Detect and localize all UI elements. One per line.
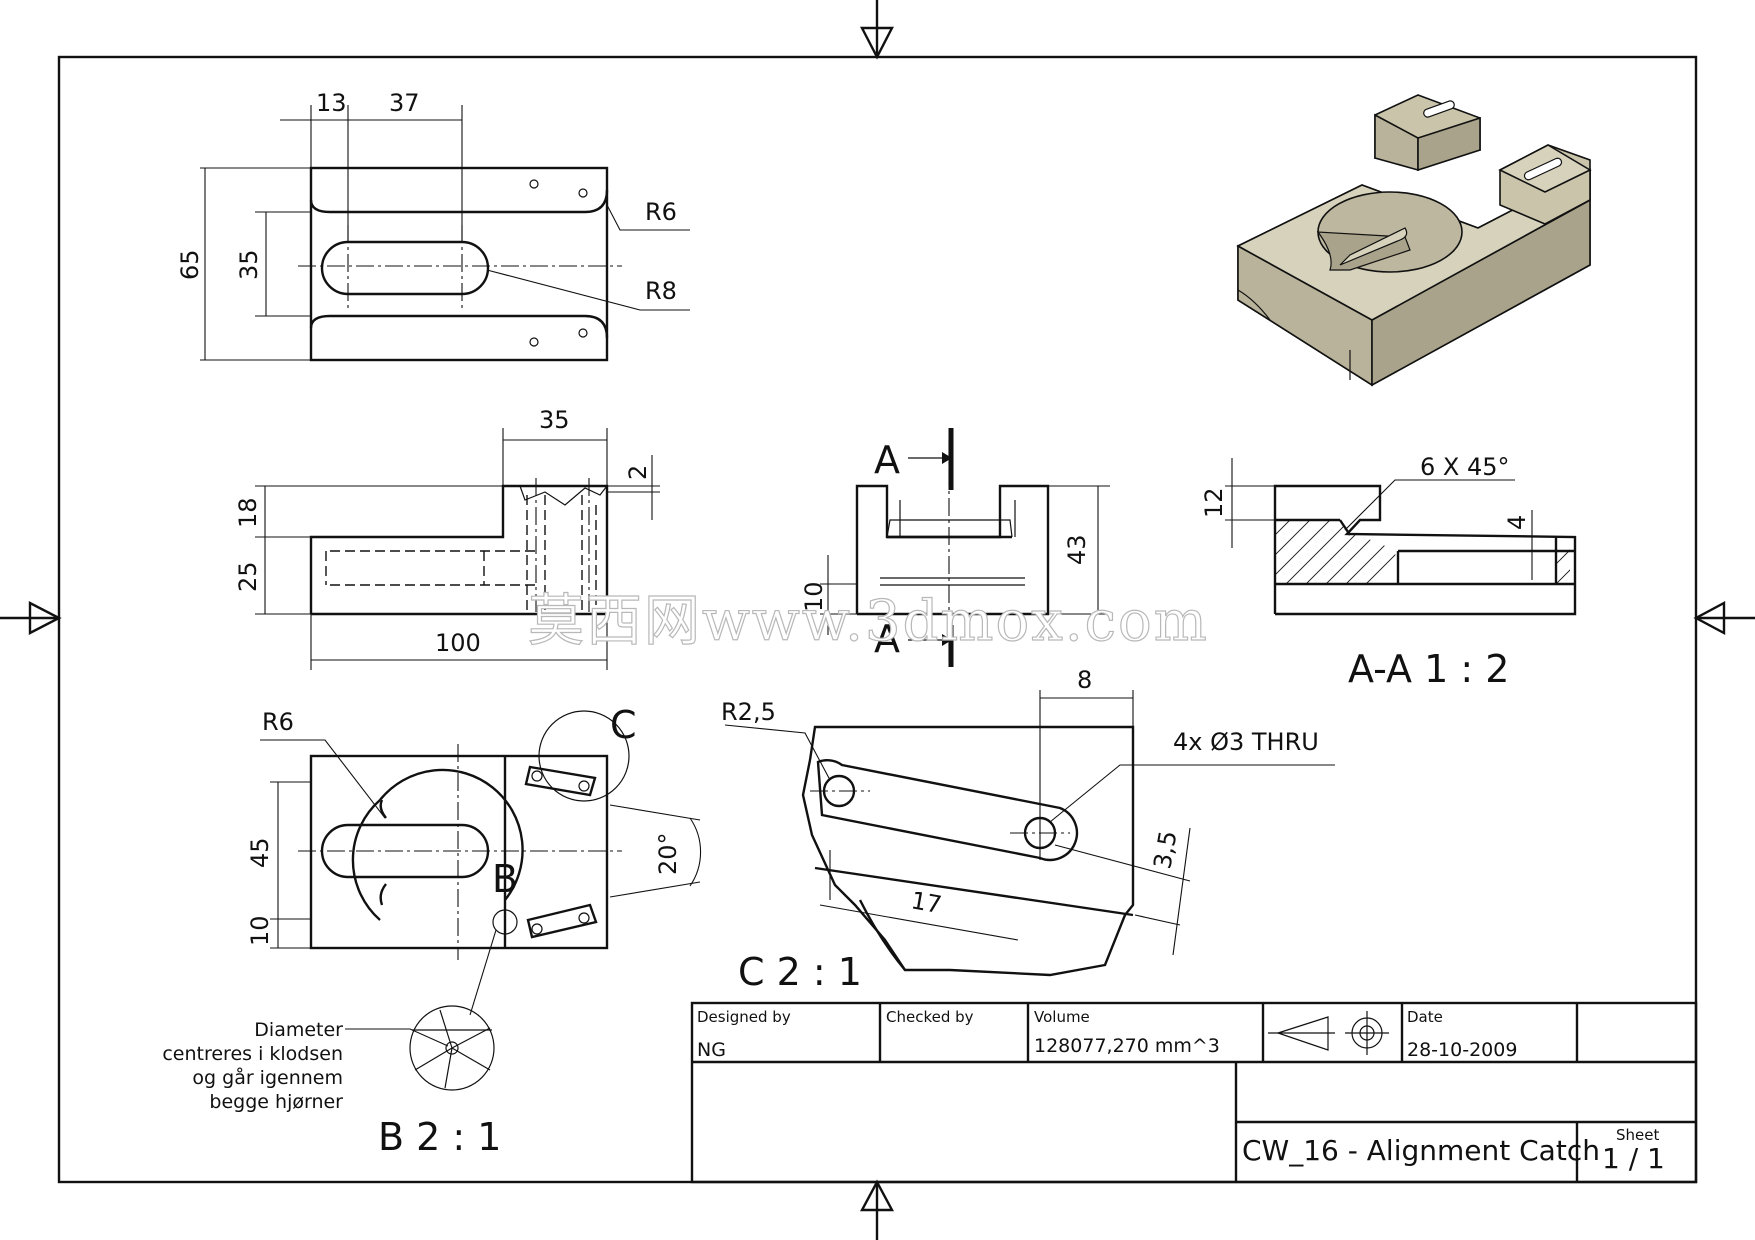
date-label: Date — [1407, 1008, 1443, 1026]
top-dim-35: 35 — [235, 249, 263, 280]
detail-c-dim-35: 3,5 — [1148, 829, 1182, 871]
detail-b-note-2: centreres i klodsen — [162, 1043, 343, 1065]
center-mark-bottom — [859, 1179, 895, 1240]
detail-c-label: C — [610, 703, 637, 747]
volume-value: 128077,270 mm^3 — [1034, 1035, 1220, 1057]
top-dim-65: 65 — [176, 249, 204, 280]
section-dim-12: 12 — [1200, 487, 1228, 518]
isometric-model — [1236, 94, 1592, 387]
detail-c-view: R2,5 8 4x Ø3 THRU 3,5 17 C 2 : 1 — [721, 666, 1335, 994]
center-mark-right — [1693, 600, 1755, 636]
front-dim-25: 25 — [234, 561, 262, 592]
top-dim-r8: R8 — [645, 277, 677, 305]
top-view: 13 37 65 35 R6 R8 — [176, 89, 690, 362]
detail-b-view: Diameter centreres i klodsen og går igen… — [162, 1005, 501, 1159]
designed-by-value: NG — [697, 1039, 726, 1061]
sheet-label: Sheet — [1616, 1126, 1659, 1144]
checked-by-label: Checked by — [886, 1008, 974, 1026]
front-view: 35 2 18 25 100 — [234, 406, 660, 670]
center-mark-top — [860, 0, 894, 60]
detail-b-note-4: begge hjørner — [209, 1091, 343, 1113]
detail-c-dim-17: 17 — [909, 886, 944, 919]
section-dim-chamfer: 6 X 45° — [1420, 453, 1510, 481]
cut-label-top: A — [874, 438, 900, 482]
side-dim-43: 43 — [1063, 534, 1091, 565]
bottom-view: R6 45 10 20° C B — [246, 703, 702, 1016]
drawing-title: CW_16 - Alignment Catch — [1242, 1134, 1600, 1167]
section-dim-4: 4 — [1503, 515, 1531, 530]
front-dim-18: 18 — [234, 497, 262, 528]
front-dim-100: 100 — [435, 629, 481, 657]
side-dim-10: 10 — [800, 581, 828, 612]
side-view: A A 10 43 — [800, 428, 1110, 667]
bottom-dim-r6: R6 — [262, 708, 294, 736]
detail-c-dim-8: 8 — [1077, 666, 1092, 694]
bottom-dim-45: 45 — [246, 837, 274, 868]
cut-label-bottom: A — [874, 617, 900, 661]
section-view: 6 X 45° 12 4 A-A 1 : 2 — [1200, 453, 1577, 691]
top-dim-r6: R6 — [645, 198, 677, 226]
bottom-dim-angle: 20° — [654, 832, 682, 875]
projection-symbol-icon — [1268, 1011, 1389, 1055]
top-dim-37: 37 — [389, 89, 420, 117]
bottom-dim-10: 10 — [246, 915, 274, 946]
center-mark-left — [0, 601, 62, 635]
detail-c-dim-holes: 4x Ø3 THRU — [1173, 728, 1319, 756]
title-block: Designed by NG Checked by Volume 128077,… — [690, 1001, 1698, 1184]
date-value: 28-10-2009 — [1407, 1039, 1517, 1061]
front-dim-2: 2 — [624, 465, 652, 480]
section-title: A-A 1 : 2 — [1348, 647, 1509, 691]
detail-b-label: B — [492, 857, 518, 901]
front-dim-35: 35 — [539, 406, 570, 434]
designed-by-label: Designed by — [697, 1008, 791, 1026]
sheet-value: 1 / 1 — [1602, 1142, 1665, 1175]
detail-c-dim-r25: R2,5 — [721, 698, 776, 726]
volume-label: Volume — [1034, 1008, 1090, 1026]
watermark: 莫西网www.3dmox.com — [528, 589, 1209, 654]
top-dim-13: 13 — [316, 89, 347, 117]
detail-b-note-3: og går igennem — [192, 1066, 343, 1089]
detail-c-title: C 2 : 1 — [738, 950, 862, 994]
detail-b-title: B 2 : 1 — [378, 1115, 501, 1159]
detail-b-note-1: Diameter — [254, 1019, 343, 1041]
